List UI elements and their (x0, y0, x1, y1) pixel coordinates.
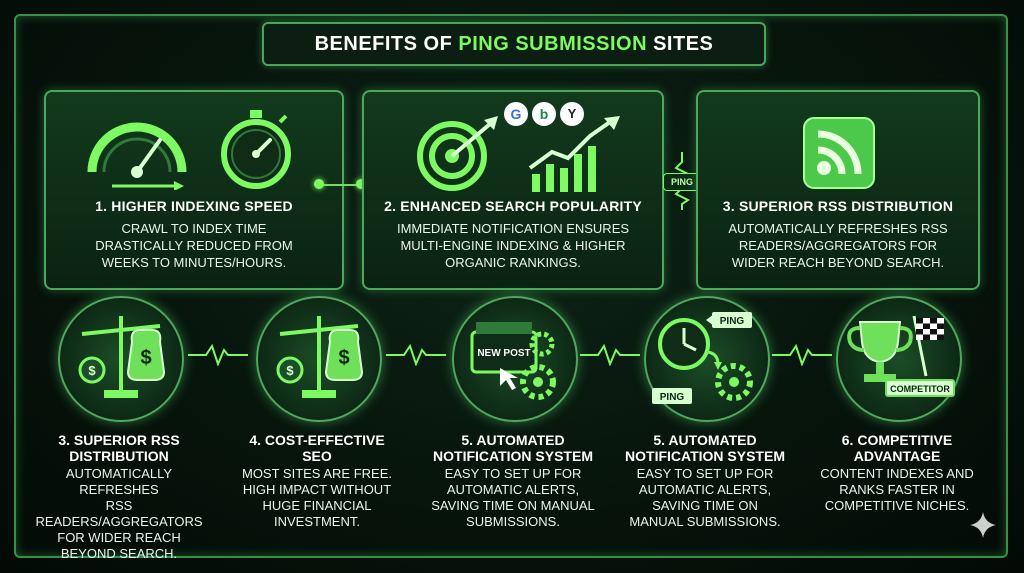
scale-money-icon: $ $ (78, 316, 166, 398)
benefit-item: 5. AUTOMATED NOTIFICATION SYSTEM EASY TO… (423, 432, 603, 530)
checkered-flag (916, 318, 944, 340)
benefit-body: AUTOMATICALLY REFRESHES RSS READERS/AGGR… (35, 466, 203, 561)
circle-new-post: NEW POST (452, 296, 578, 422)
svg-text:$: $ (88, 363, 96, 378)
panel-heading: 3. SUPERIOR RSS DISTRIBUTION (722, 198, 954, 214)
circle-scale-money-2: $ $ (256, 296, 382, 422)
connector-dot (356, 179, 366, 189)
pulse-connector (772, 344, 832, 366)
panel-heading: 1. HIGHER INDEXING SPEED (95, 198, 293, 214)
page-title: BENEFITS OF PING SUBMISSION SITES (262, 22, 766, 66)
speedometer-icon (82, 110, 192, 190)
ping-label-top: PING (720, 316, 745, 327)
pulse-connector (386, 344, 446, 366)
benefit-heading: 3. SUPERIOR RSS DISTRIBUTION (58, 432, 180, 464)
panel-indexing-speed: 1. HIGHER INDEXING SPEED CRAWL TO INDEX … (44, 90, 344, 290)
title-part1: BENEFITS OF (314, 32, 453, 55)
panel-body: IMMEDIATE NOTIFICATION ENSURES MULTI-ENG… (396, 221, 630, 270)
sparkle-icon (970, 512, 996, 538)
connector-dot (314, 179, 324, 189)
clock-ping-icon: PING PING (652, 312, 753, 404)
benefit-body: CONTENT INDEXES AND RANKS FASTER IN COMP… (820, 466, 974, 513)
rss-icon (802, 116, 876, 190)
target-icon (414, 116, 500, 192)
new-post-label: NEW POST (477, 348, 530, 359)
panel-heading: 2. ENHANCED SEARCH POPULARITY (384, 198, 642, 214)
circle-trophy-flag: COMPETITOR (836, 296, 962, 422)
search-engine-badges: G b Y (504, 102, 584, 126)
pulse-connector (580, 344, 640, 366)
svg-text:$: $ (286, 363, 294, 378)
yahoo-icon: Y (560, 102, 584, 126)
new-post-gear-icon: NEW POST (470, 322, 556, 400)
benefit-body: MOST SITES ARE FREE. HIGH IMPACT WITHOUT… (241, 466, 392, 529)
title-part3: SITES (653, 32, 714, 55)
ping-label-bottom: PING (660, 392, 685, 403)
benefit-heading: 6. COMPETITIVE ADVANTAGE (841, 432, 953, 464)
panel-rss-distribution: 3. SUPERIOR RSS DISTRIBUTION AUTOMATICAL… (696, 90, 980, 290)
stopwatch-icon (214, 108, 298, 192)
panel-body: AUTOMATICALLY REFRESHES RSS READERS/AGGR… (728, 221, 948, 270)
svg-text:$: $ (140, 347, 151, 369)
circle-clock-ping: PING PING (644, 296, 770, 422)
panel-body: CRAWL TO INDEX TIME DRASTICALLY REDUCED … (95, 221, 293, 270)
title-part2: PING SUBMISSION (458, 32, 648, 55)
pulse-connector (188, 344, 248, 366)
benefit-body: EASY TO SET UP FOR AUTOMATIC ALERTS, SAV… (629, 466, 781, 529)
google-icon: G (504, 102, 528, 126)
circle-scale-money-1: $ $ (58, 296, 184, 422)
connector-line (318, 184, 362, 186)
svg-text:$: $ (338, 347, 349, 369)
benefit-item: 6. COMPETITIVE ADVANTAGE CONTENT INDEXES… (807, 432, 987, 514)
benefit-heading: 5. AUTOMATED NOTIFICATION SYSTEM (625, 432, 785, 464)
benefit-heading: 5. AUTOMATED NOTIFICATION SYSTEM (433, 432, 593, 464)
benefit-body: EASY TO SET UP FOR AUTOMATIC ALERTS, SAV… (431, 466, 595, 529)
bing-icon: b (532, 102, 556, 126)
competitor-label: COMPETITOR (890, 384, 950, 394)
growth-chart-icon (528, 116, 624, 194)
panel-search-popularity: G b Y 2. ENHANCED SEARCH POPULARITY IMME… (362, 90, 664, 290)
benefit-heading: 4. COST-EFFECTIVE SEO (249, 432, 385, 464)
scale-money-icon: $ $ (276, 316, 364, 398)
benefit-item: 5. AUTOMATED NOTIFICATION SYSTEM EASY TO… (615, 432, 795, 530)
benefit-item: 3. SUPERIOR RSS DISTRIBUTION AUTOMATICAL… (29, 432, 209, 562)
benefit-item: 4. COST-EFFECTIVE SEO MOST SITES ARE FRE… (227, 432, 407, 530)
infographic-frame (14, 14, 1008, 558)
trophy-flag-icon: COMPETITOR (847, 315, 955, 397)
